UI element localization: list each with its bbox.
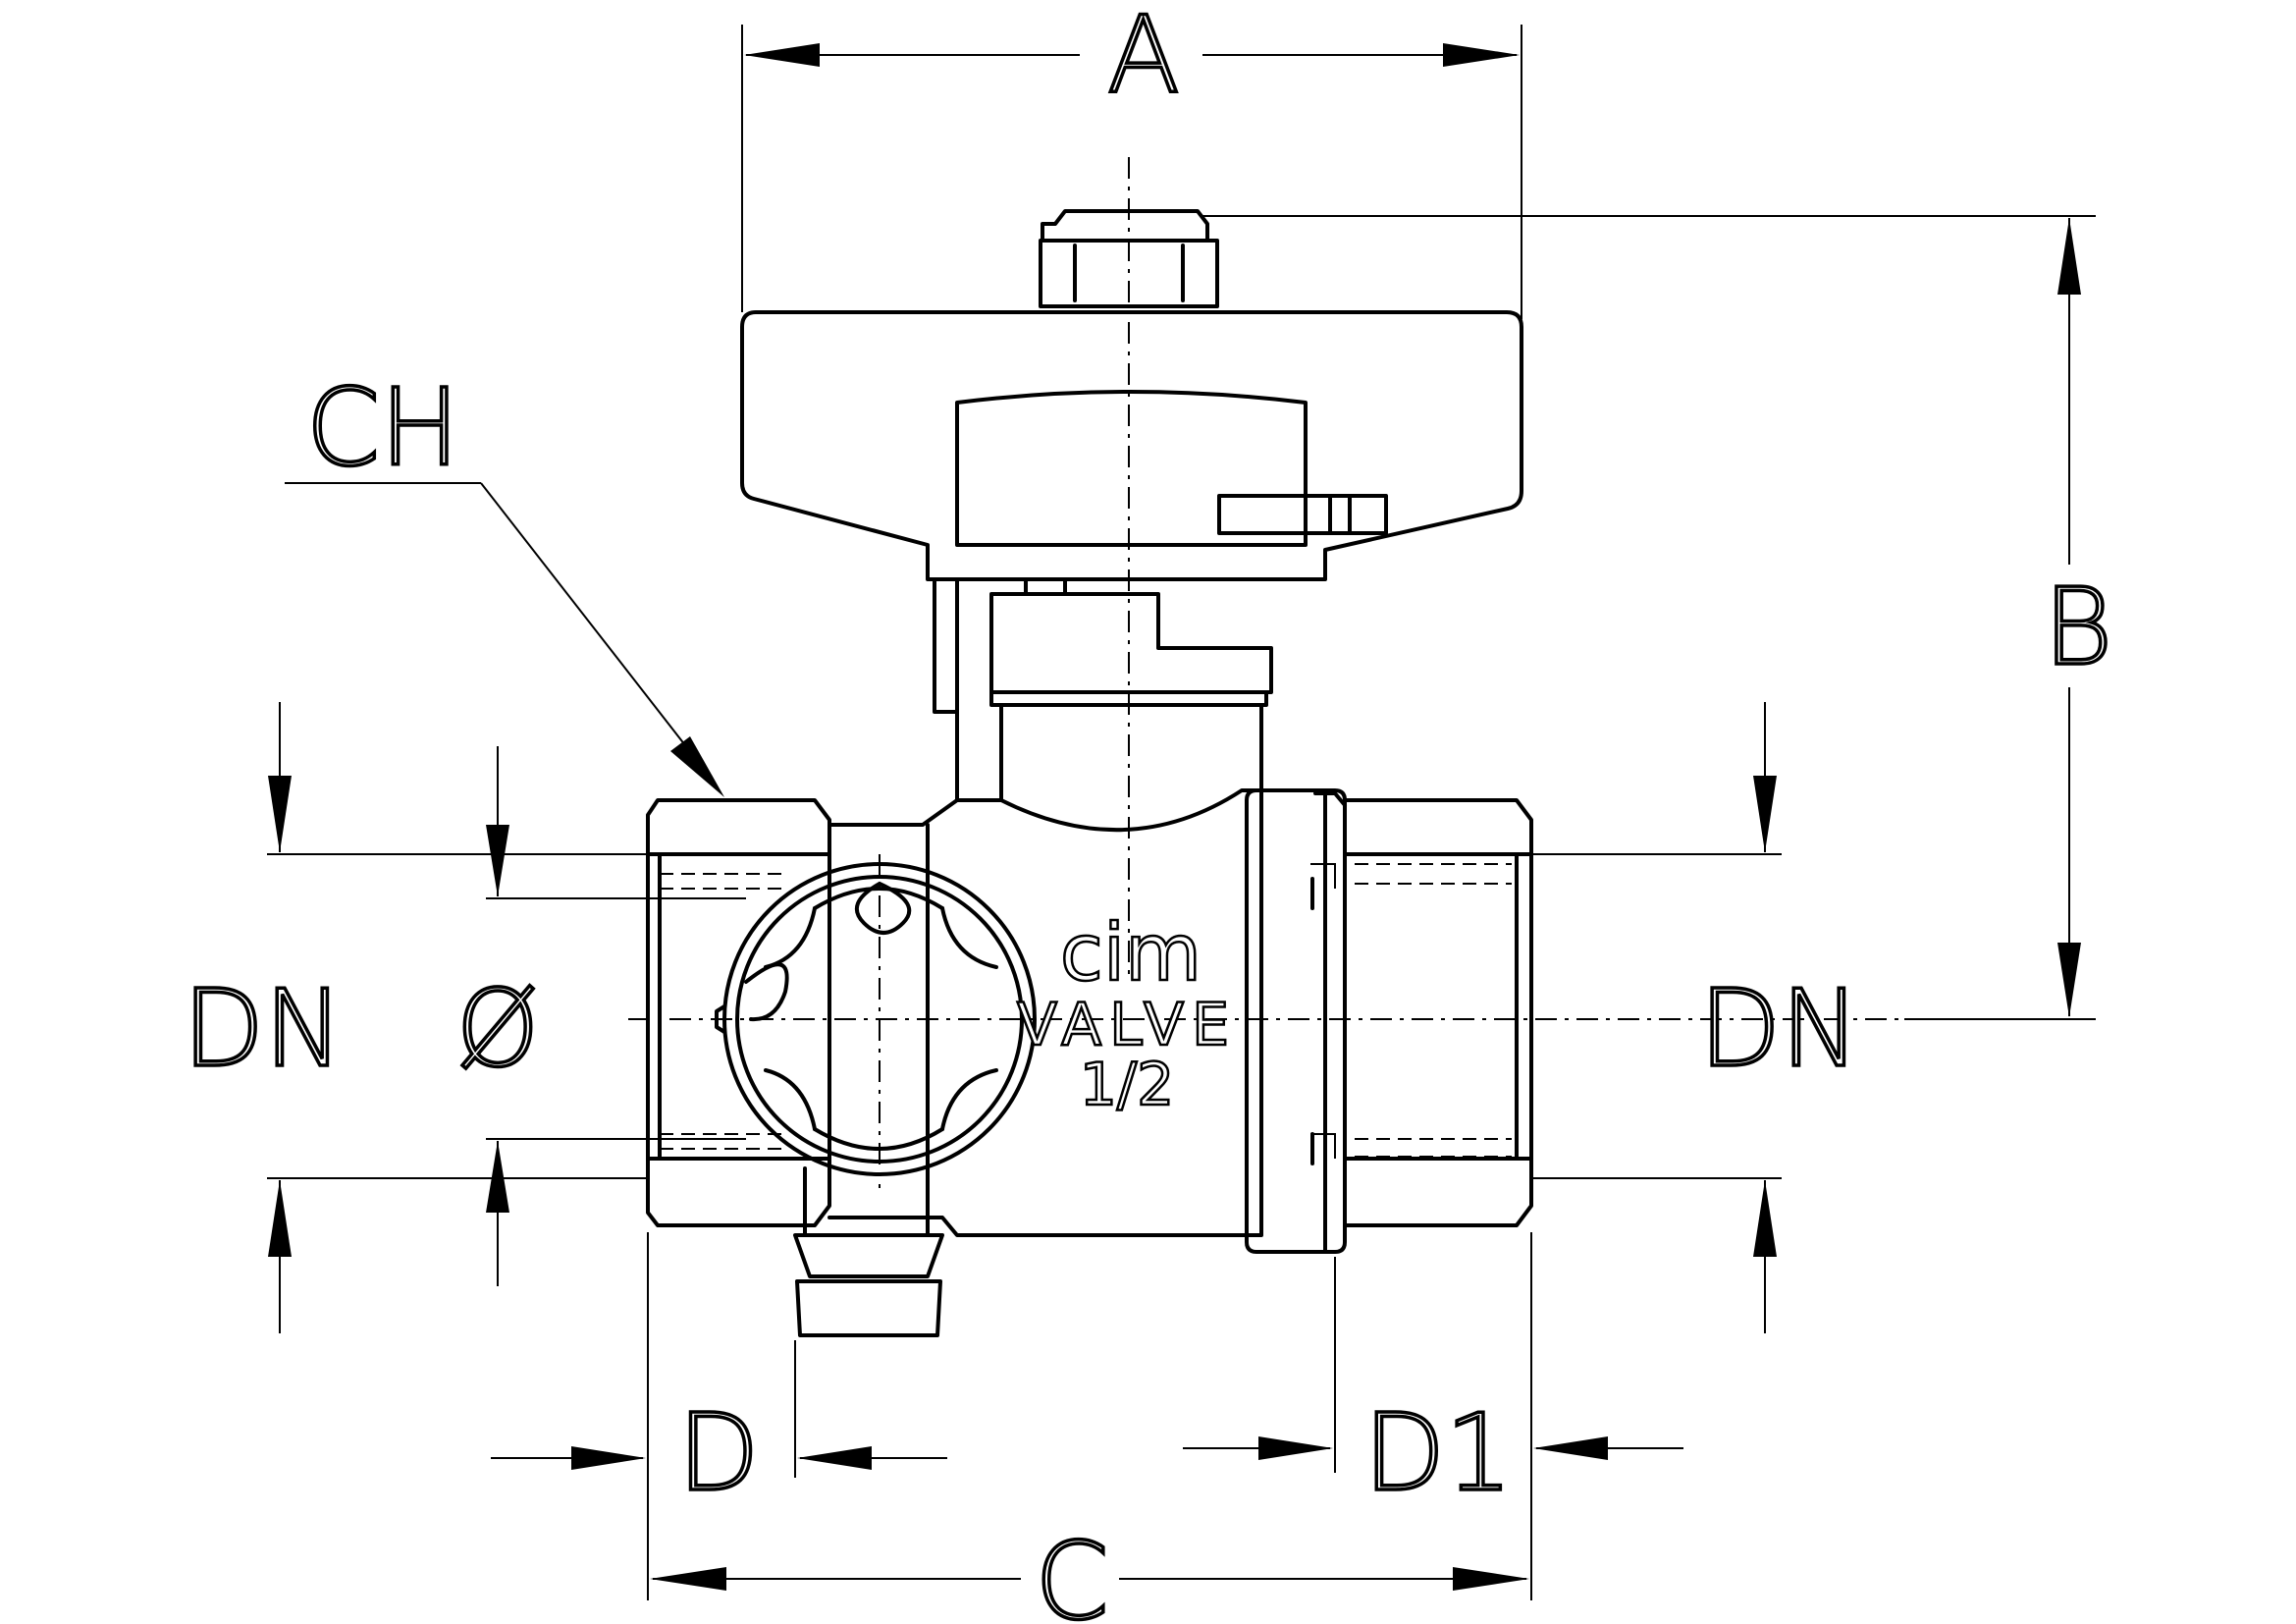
- dimension-dn-right: DN: [1531, 702, 1862, 1333]
- center-lines: [628, 157, 1914, 1188]
- dimension-label-d: D: [677, 1392, 759, 1515]
- brand-marking: cim: [1060, 907, 1201, 999]
- model-marking: VALVE: [1017, 991, 1237, 1059]
- dimension-label-d1: D1: [1363, 1392, 1513, 1515]
- dimension-label-dn-right: DN: [1699, 968, 1860, 1091]
- stem-bonnet: [933, 577, 1273, 802]
- handle: [740, 209, 1523, 581]
- drain-knob: [715, 862, 1037, 1176]
- valve-body: [646, 788, 1533, 1254]
- dimension-label-c: C: [1035, 1521, 1108, 1624]
- dimension-a: A: [741, 0, 1522, 319]
- dimension-label-ch: CH: [306, 367, 460, 490]
- body-marking: cim VALVE 1/2: [1016, 906, 1237, 1121]
- dimension-diameter: Ø: [454, 746, 746, 1286]
- dimension-c: C: [647, 1232, 1532, 1624]
- dimension-d1: D1: [1183, 1257, 1683, 1517]
- size-marking: 1/2: [1080, 1051, 1175, 1119]
- dimension-b: B: [1202, 215, 2114, 1020]
- dimension-label-dn-left: DN: [183, 968, 344, 1091]
- hose-nozzle: [793, 1166, 944, 1337]
- dimension-ch: CH: [285, 365, 724, 797]
- dimension-label-a: A: [1107, 0, 1180, 117]
- dimension-d: D: [491, 1340, 947, 1517]
- dimension-label-diameter: Ø: [455, 968, 539, 1091]
- dimension-dn-left: DN: [181, 702, 648, 1333]
- dimension-label-b: B: [2044, 567, 2113, 689]
